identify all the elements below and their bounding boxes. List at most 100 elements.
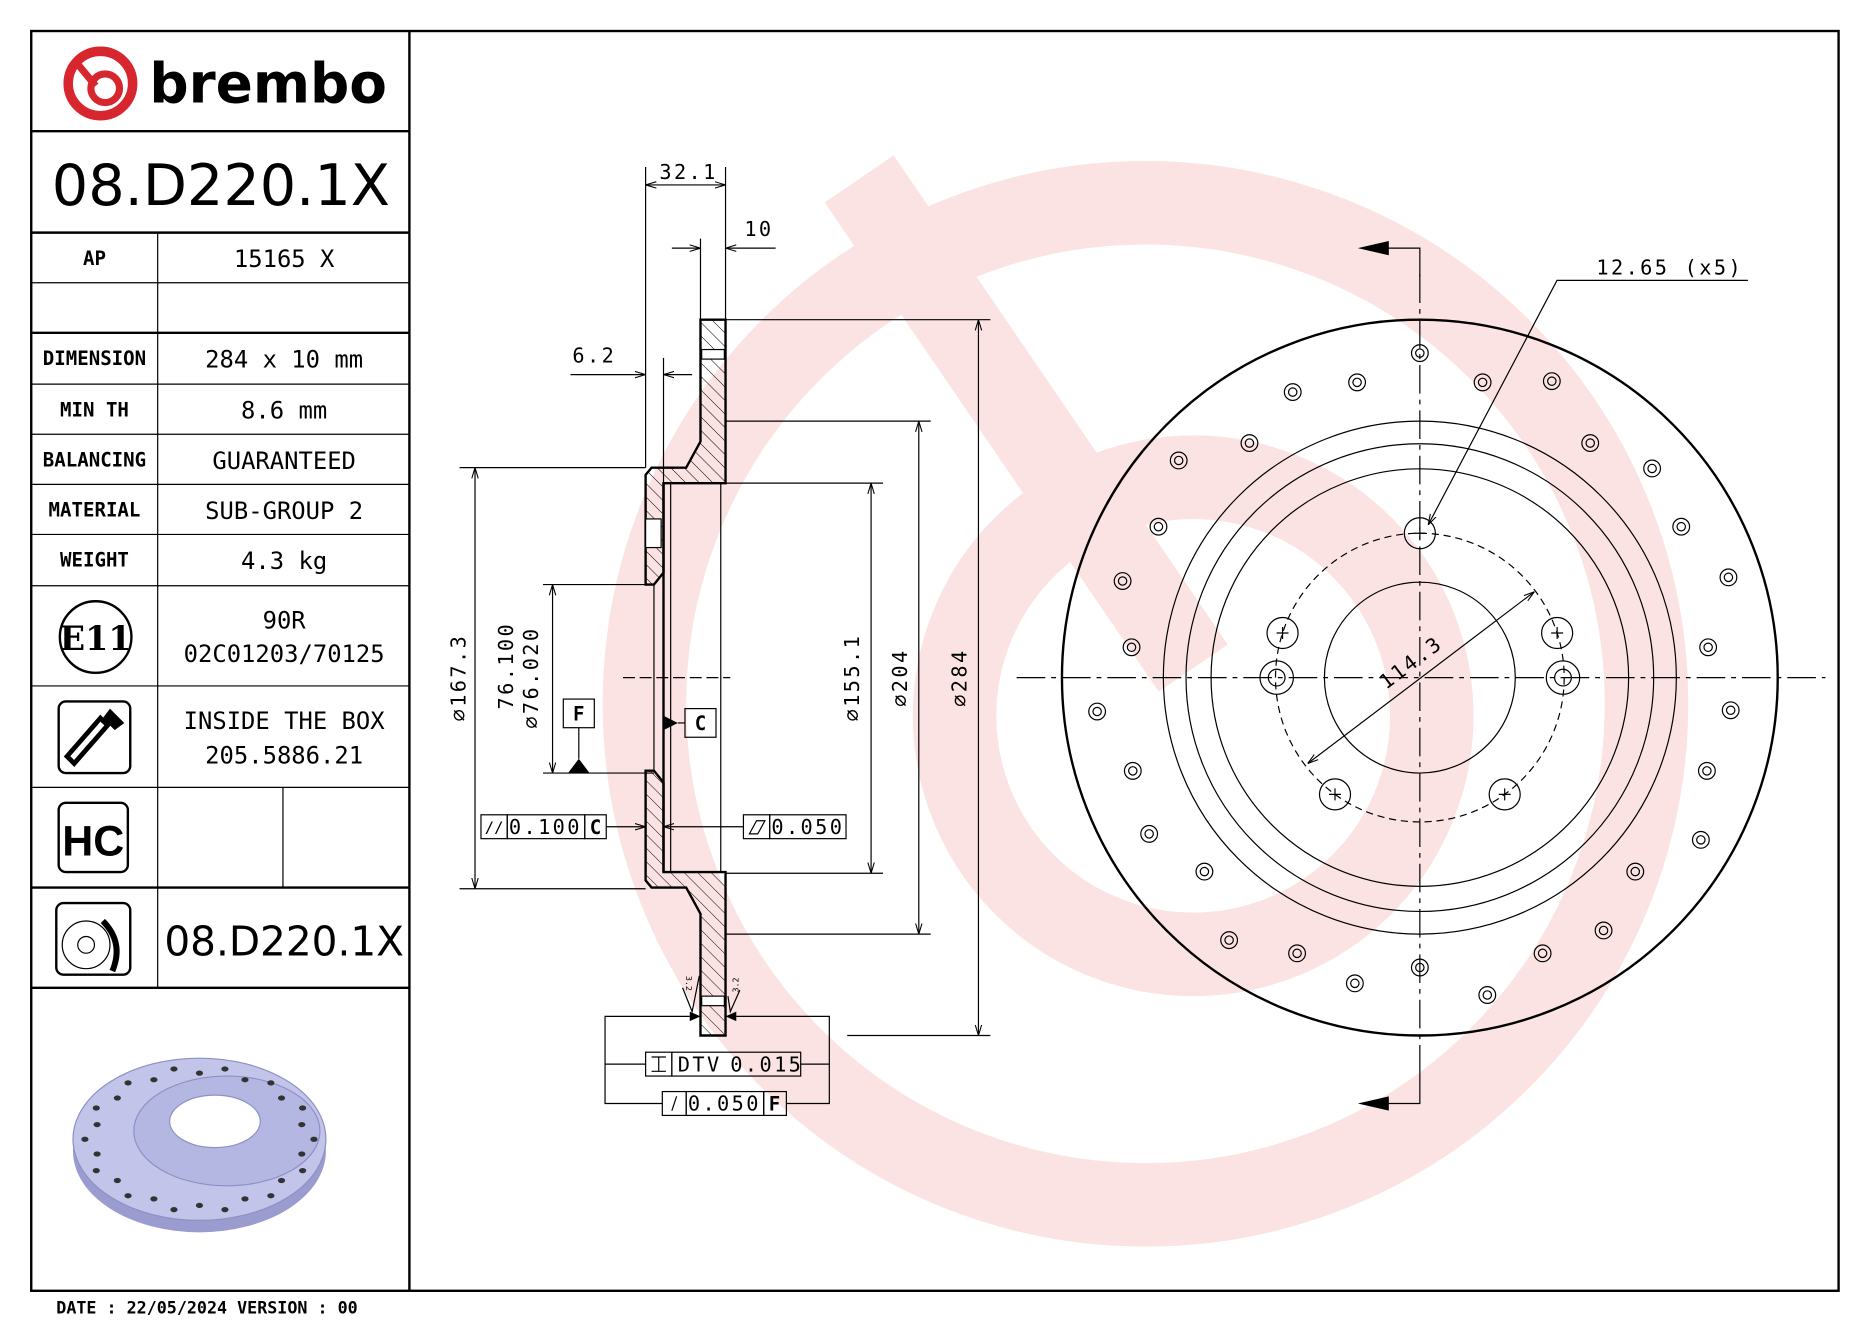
dim-outer-diameter: ⌀284 xyxy=(948,648,972,706)
disc-caliper-icon xyxy=(55,901,132,976)
render-hole xyxy=(241,1196,249,1202)
drawing-frame xyxy=(30,29,1840,1292)
dim-inner-diameter: ⌀155.1 xyxy=(840,634,864,722)
drill-hole xyxy=(1721,701,1740,720)
render-hole xyxy=(277,1095,286,1101)
bolt-hole xyxy=(1488,778,1521,811)
spec-label: MATERIAL xyxy=(49,500,141,522)
section-view: 32.1 10 6.2 ⌀167.3 76.100 ⌀76.020 F C xyxy=(446,160,991,1117)
render-hole xyxy=(93,1121,101,1128)
render-hole xyxy=(113,1177,121,1184)
svg-text:0.015: 0.015 xyxy=(730,1052,803,1076)
svg-text:0.050: 0.050 xyxy=(771,815,844,839)
bolt-hole xyxy=(1318,778,1352,811)
drill-hole xyxy=(1410,344,1429,363)
datum-f: F xyxy=(573,704,585,726)
roughness-left: 3.2 xyxy=(684,976,694,991)
drill-hole xyxy=(1542,372,1561,391)
spec-value: SUB-GROUP 2 xyxy=(205,497,363,525)
dim-hat-face: 6.2 xyxy=(572,344,616,368)
dim-hat-diameter: ⌀167.3 xyxy=(446,634,470,722)
drill-hole xyxy=(1088,702,1107,721)
brembo-logo: brembo xyxy=(63,46,387,121)
svg-text:0.050: 0.050 xyxy=(688,1092,761,1116)
drill-hole xyxy=(1169,451,1188,470)
drill-hole xyxy=(1699,638,1718,657)
drill-hole xyxy=(1719,568,1738,587)
datum-c: C xyxy=(695,713,707,735)
svg-text:0.100: 0.100 xyxy=(509,815,582,839)
screw-icon xyxy=(57,700,132,775)
spec-value: 4.3 kg xyxy=(241,547,327,575)
drill-hole xyxy=(1140,824,1159,843)
drill-hole xyxy=(1288,944,1307,963)
drill-hole xyxy=(1594,921,1613,940)
svg-text:DTV: DTV xyxy=(678,1052,722,1076)
drill-hole xyxy=(1195,862,1214,881)
drill-hole xyxy=(1123,761,1142,780)
hc-mark: HC xyxy=(62,817,124,865)
dim-ring-inner-diameter: ⌀204 xyxy=(888,648,912,706)
drill-hole xyxy=(1345,974,1364,993)
drill-hole xyxy=(1643,459,1662,478)
dim-overall-height: 32.1 xyxy=(659,160,717,184)
render-hole xyxy=(81,1136,89,1142)
spec-label: AP xyxy=(83,248,106,270)
dtv-tolerance-frame: DTV 0.015 xyxy=(645,1051,803,1077)
inside-box-value: 205.5886.21 xyxy=(205,741,363,769)
render-hole xyxy=(124,1080,132,1086)
inside-box-label: INSIDE THE BOX xyxy=(184,707,386,735)
spec-label: MIN TH xyxy=(60,399,129,421)
render-hole xyxy=(267,1080,275,1086)
render-hole xyxy=(241,1077,249,1083)
hole-callout-count: (x5) xyxy=(1685,255,1743,279)
render-hole xyxy=(221,1207,229,1213)
render-hole xyxy=(277,1177,286,1184)
flatness-tolerance-frame: 0.050 xyxy=(663,814,847,840)
homologation-mark: E11 xyxy=(60,619,132,658)
svg-text://: // xyxy=(485,819,504,837)
drilled-disc-3d-render xyxy=(72,1057,327,1233)
drill-hole xyxy=(1626,862,1645,881)
render-hole xyxy=(195,1070,204,1076)
roughness-right: 3.2 xyxy=(731,977,741,992)
render-hole xyxy=(299,1105,307,1111)
bolt-hole xyxy=(1266,616,1299,650)
render-hole xyxy=(124,1193,132,1199)
render-hole xyxy=(150,1077,158,1083)
drill-hole xyxy=(1581,434,1600,453)
render-hole xyxy=(113,1095,121,1101)
svg-text:C: C xyxy=(590,817,602,839)
homologation-line1: 90R xyxy=(263,607,307,635)
brembo-watermark xyxy=(602,155,1689,1247)
spec-label: DIMENSION xyxy=(43,348,146,370)
drill-hole xyxy=(1478,986,1497,1004)
render-hole xyxy=(195,1202,204,1209)
e11-homologation-icon xyxy=(58,600,133,675)
dim-bore-min: ⌀76.020 xyxy=(519,627,543,729)
hc-icon xyxy=(57,801,130,874)
render-hole xyxy=(298,1121,306,1128)
render-hole xyxy=(170,1207,178,1213)
bolt-hole xyxy=(1541,616,1574,650)
runout-tolerance-frame: 0.050 F xyxy=(661,1090,787,1117)
render-hole xyxy=(93,1151,101,1157)
dim-thickness: 10 xyxy=(744,217,773,241)
spec-value: 15165 X xyxy=(234,245,335,273)
disc-section-bottom xyxy=(644,769,727,1037)
disc-outer-edge xyxy=(1060,318,1779,1037)
render-hole xyxy=(150,1196,158,1202)
render-hole xyxy=(221,1066,229,1072)
homologation-line2: 02C01203/70125 xyxy=(184,640,385,668)
spec-label: BALANCING xyxy=(43,449,146,471)
drill-hole xyxy=(1672,517,1691,536)
render-hole xyxy=(299,1167,307,1174)
footer-date-version: DATE : 22/05/2024 VERSION : 00 xyxy=(56,1297,357,1317)
drill-hole xyxy=(1697,761,1716,780)
svg-text:brembo: brembo xyxy=(149,52,387,116)
render-hole xyxy=(92,1167,100,1174)
spec-value: 8.6 mm xyxy=(241,397,327,425)
svg-text:F: F xyxy=(769,1094,781,1116)
render-hole xyxy=(267,1193,275,1199)
hole-callout-diameter: 12.65 xyxy=(1596,255,1669,279)
